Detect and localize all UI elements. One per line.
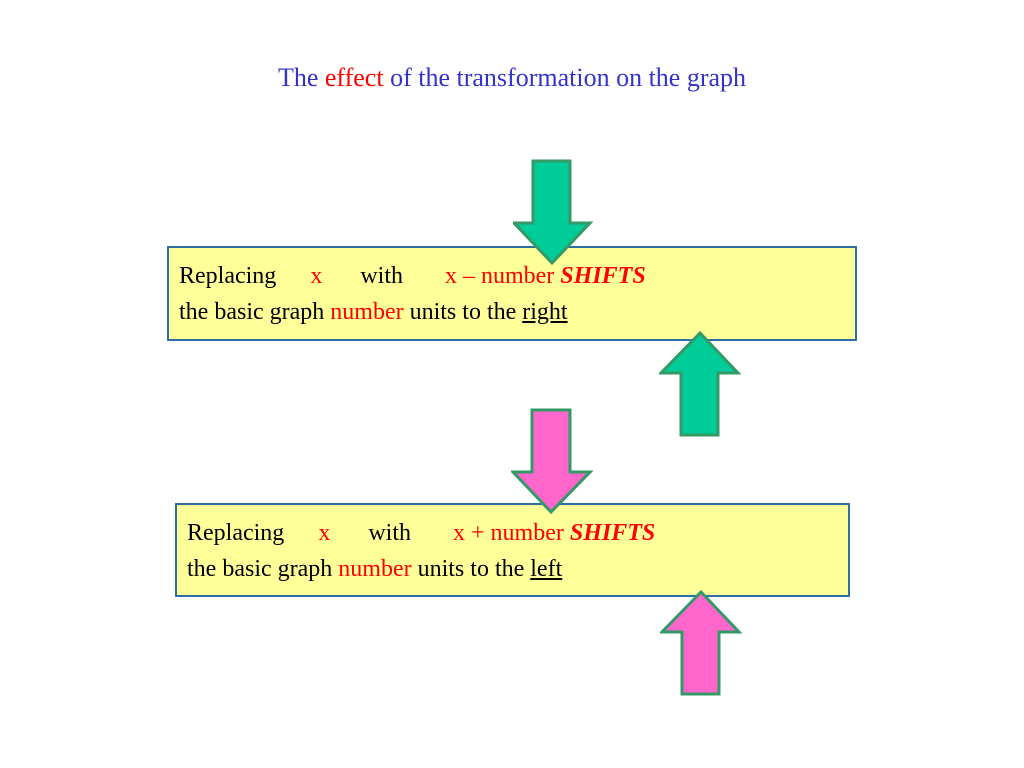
replacement-expression: x + number bbox=[452, 520, 564, 546]
number-word: number bbox=[330, 299, 404, 325]
rule-box-left-shift: Replacing x with x + number SHIFTS the basi… bbox=[175, 503, 850, 597]
rule-line-2: the basic graph number units to the righ… bbox=[179, 294, 855, 330]
rule-line-2-start: the basic graph bbox=[187, 556, 339, 582]
title-part-1: The bbox=[277, 63, 325, 92]
direction-word: left bbox=[530, 556, 563, 582]
shifts-word: SHIFTS bbox=[560, 263, 646, 289]
number-word: number bbox=[338, 556, 412, 582]
rule-line-2-mid: units to the bbox=[403, 299, 523, 325]
title-accent-word: effect bbox=[324, 63, 384, 92]
variable-x: x bbox=[310, 263, 323, 289]
shifts-word: SHIFTS bbox=[569, 520, 656, 546]
direction-word: right bbox=[522, 299, 568, 325]
pink-down-arrow-icon bbox=[511, 408, 593, 515]
rule-line-2-mid: units to the bbox=[411, 556, 531, 582]
pink-up-arrow-icon bbox=[660, 589, 742, 696]
green-down-arrow-icon bbox=[513, 159, 593, 266]
slide-title: The effect of the transformation on the … bbox=[0, 60, 1024, 96]
rule-line-1: Replacing x with x + number SHIFTS bbox=[187, 515, 848, 551]
rule-line-2: the basic graph number units to the left bbox=[187, 551, 848, 587]
replacing-word: Replacing bbox=[187, 520, 285, 546]
with-word: with bbox=[360, 263, 403, 289]
green-up-arrow-icon bbox=[659, 330, 741, 437]
title-part-2: of the transformation on the graph bbox=[383, 63, 747, 92]
with-word: with bbox=[368, 520, 411, 546]
replacement-expression: x – number bbox=[444, 263, 555, 289]
rule-box-right-shift: Replacing x with x – number SHIFTS the basi… bbox=[167, 246, 857, 341]
rule-line-1: Replacing x with x – number SHIFTS bbox=[179, 258, 855, 294]
rule-line-2-start: the basic graph bbox=[179, 299, 331, 325]
replacing-word: Replacing bbox=[179, 263, 277, 289]
variable-x: x bbox=[318, 520, 331, 546]
